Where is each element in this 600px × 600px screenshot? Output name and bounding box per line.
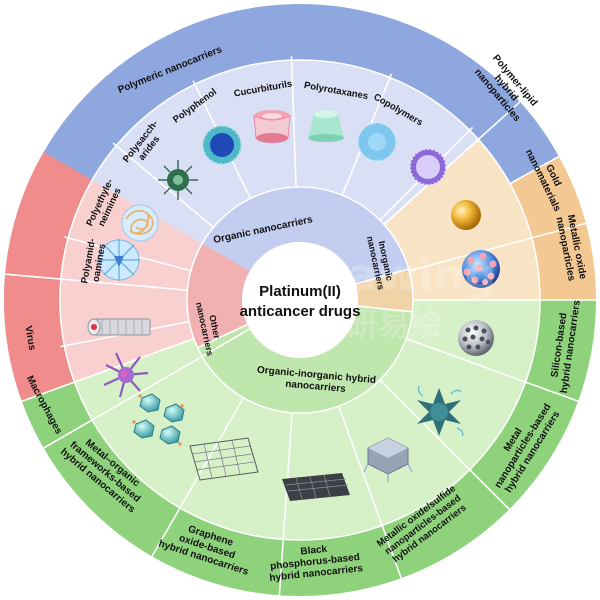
divider-line: [43, 328, 251, 449]
gold-nanoparticle-icon: [451, 200, 481, 230]
nanocarrier-illustrations: [87, 110, 500, 501]
hybrid-inner-sector: [197, 306, 413, 414]
center-title-line1: Platinum(II): [259, 283, 341, 300]
divider-line: [290, 56, 297, 188]
divider-line: [357, 305, 413, 313]
divider-line: [337, 405, 402, 579]
polymeric-outer-sector: [4, 4, 559, 448]
inner-ring: [186, 186, 413, 414]
divider-line: [151, 397, 245, 557]
other-outer-sector: [3, 152, 93, 402]
segment-dividers: [5, 56, 596, 596]
inorganic-outer-sector: [509, 156, 596, 300]
divider-line: [197, 323, 248, 349]
polyethyleneimine-tangle-icon: [121, 204, 159, 242]
polyphenol-sphere-icon: [202, 125, 242, 165]
label-organic-inorganic-hybrid-line: nanocarriers: [285, 379, 347, 395]
cucurbituril-ring-icon: [253, 110, 291, 143]
divider-line: [278, 412, 293, 596]
mesoporous-silica-icon: [458, 320, 494, 356]
inorganic-inner-sector: [355, 268, 413, 312]
graphene-sheet-icon: [189, 437, 259, 481]
polysaccharide-particle-icon: [158, 160, 198, 200]
divider-line: [405, 337, 579, 402]
divider-line: [379, 379, 510, 510]
hybrid-outer-sector: [21, 300, 596, 596]
metallic-oxide-particle-icon: [462, 250, 500, 288]
divider-line: [509, 155, 560, 185]
virus-rod-icon: [87, 318, 151, 336]
center-title-line2: anticancer drugs: [240, 303, 361, 320]
macrophage-cell-icon: [103, 352, 149, 398]
label-virus: Virus: [22, 325, 37, 352]
copolymer-micelle-icon: [357, 122, 397, 162]
center-circle: [242, 242, 358, 358]
polymer-lipid-hybrid-icon: [409, 148, 447, 186]
divider-line: [355, 268, 409, 285]
label-black-phosphorus-line: Black: [300, 544, 328, 558]
divider-line: [112, 142, 214, 228]
black-phosphorus-sheet-icon: [282, 473, 350, 501]
polyrotaxane-cylinder-icon: [308, 110, 344, 142]
mof-crystal-cluster-icon: [132, 393, 185, 446]
metallic-oxide-sulfide-hexagon-icon: [363, 437, 413, 482]
polyamidoamine-dendrimer-icon: [98, 239, 140, 281]
divider-line: [408, 222, 587, 272]
label-virus-line: Virus: [22, 325, 37, 352]
label-other-nanocarriers-line: Other: [207, 314, 222, 340]
divider-line: [21, 337, 195, 402]
metal-nanoparticle-spiky-icon: [417, 385, 464, 437]
hybrid-middle-sector: [74, 300, 541, 540]
divider-line: [5, 273, 188, 291]
other-inner-sector: [187, 243, 250, 348]
